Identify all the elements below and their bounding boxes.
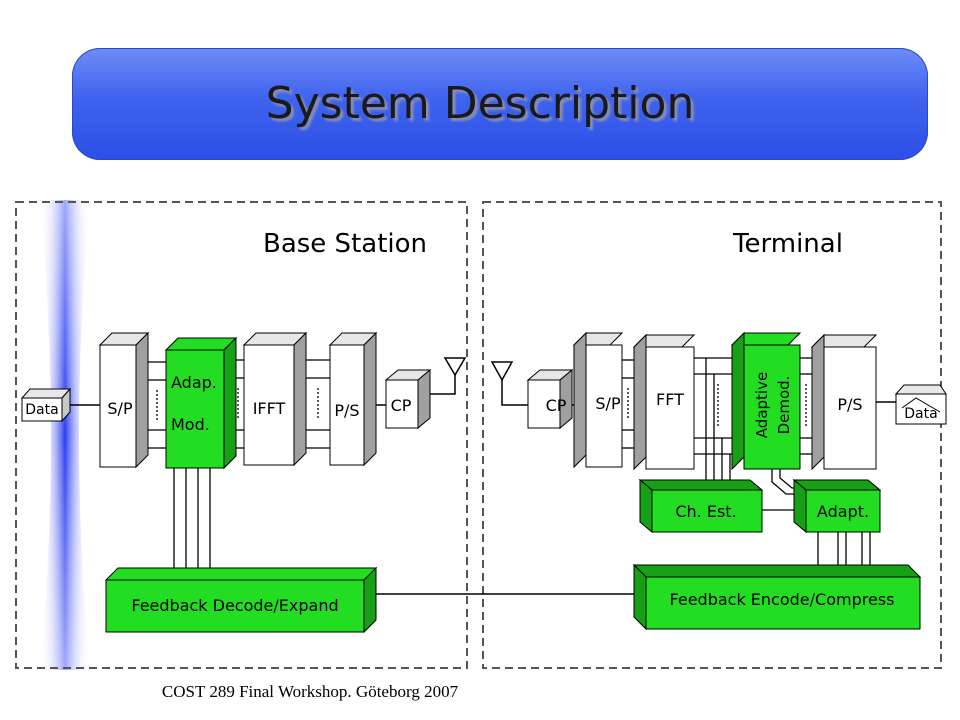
- bs-ifft-block: IFFT: [242, 331, 308, 467]
- bs-ps-label: P/S: [334, 401, 359, 420]
- terminal-feedback-encode-block: Feedback Encode/Compress: [632, 563, 922, 631]
- bs-ifft-label: IFFT: [253, 399, 286, 418]
- bs-mod-label-1: Adap.: [171, 373, 217, 392]
- terminal-sp-label: S/P: [595, 394, 621, 413]
- title-banner: [72, 48, 928, 160]
- bs-sp-block: S/P: [98, 331, 150, 469]
- bs-cp-block: CP: [384, 368, 432, 430]
- terminal-chest-label: Ch. Est.: [675, 502, 736, 521]
- bs-connectors-2: [236, 359, 244, 449]
- base-station-box: [15, 201, 468, 669]
- terminal-data-label: Data: [904, 406, 937, 422]
- terminal-antenna-icon: [490, 361, 528, 406]
- bs-data-label: Data: [25, 402, 58, 418]
- terminal-heading: Terminal: [732, 229, 843, 259]
- terminal-ps-block: P/S: [810, 333, 878, 471]
- terminal-demod-label-1: Adaptive: [753, 372, 771, 438]
- terminal-sp-block: S/P: [572, 331, 624, 469]
- base-station-heading: Base Station: [263, 229, 427, 259]
- terminal-fft-block: FFT: [632, 333, 696, 471]
- bs-cp-label: CP: [391, 396, 412, 415]
- bs-connectors-1: [148, 361, 166, 449]
- footer-caption: COST 289 Final Workshop. Göteborg 2007: [161, 682, 459, 701]
- terminal-fft-label: FFT: [656, 390, 684, 409]
- bs-feedback-decode-block: Feedback Decode/Expand: [104, 566, 378, 634]
- terminal-adapt-to-feedback-lines: [817, 532, 871, 565]
- terminal-connectors-1: [622, 359, 634, 449]
- bs-feedback-lines: [173, 468, 211, 570]
- page-title: System Description: [265, 78, 695, 129]
- terminal-adapt-label: Adapt.: [817, 502, 869, 521]
- terminal-connectors-3: [800, 357, 812, 455]
- bs-mod-label-2: Mod.: [171, 415, 210, 434]
- bs-ps-block: P/S: [328, 331, 378, 467]
- bs-sp-label: S/P: [107, 399, 133, 418]
- terminal-box: [482, 201, 942, 669]
- bs-connectors-3: [306, 359, 330, 449]
- terminal-channel-estimation-block: Ch. Est.: [638, 478, 764, 534]
- terminal-adapt-block: Adapt.: [792, 478, 882, 534]
- bs-adaptive-modulation-block: Adap. Mod.: [164, 336, 238, 470]
- terminal-demod-label-2: Demod.: [775, 376, 793, 435]
- terminal-adaptive-demod-block: Adaptive Demod.: [730, 331, 802, 471]
- bs-feedback-label: Feedback Decode/Expand: [131, 596, 338, 615]
- terminal-cp-label: CP: [546, 396, 567, 415]
- bs-antenna-icon: [430, 357, 467, 395]
- terminal-cp-block: CP: [526, 368, 574, 430]
- terminal-data-block: Data: [894, 384, 947, 425]
- bs-data-block: Data: [20, 387, 72, 423]
- terminal-feedback-label: Feedback Encode/Compress: [670, 590, 895, 609]
- decorative-blue-band: [40, 200, 90, 670]
- terminal-ps-label: P/S: [837, 395, 862, 414]
